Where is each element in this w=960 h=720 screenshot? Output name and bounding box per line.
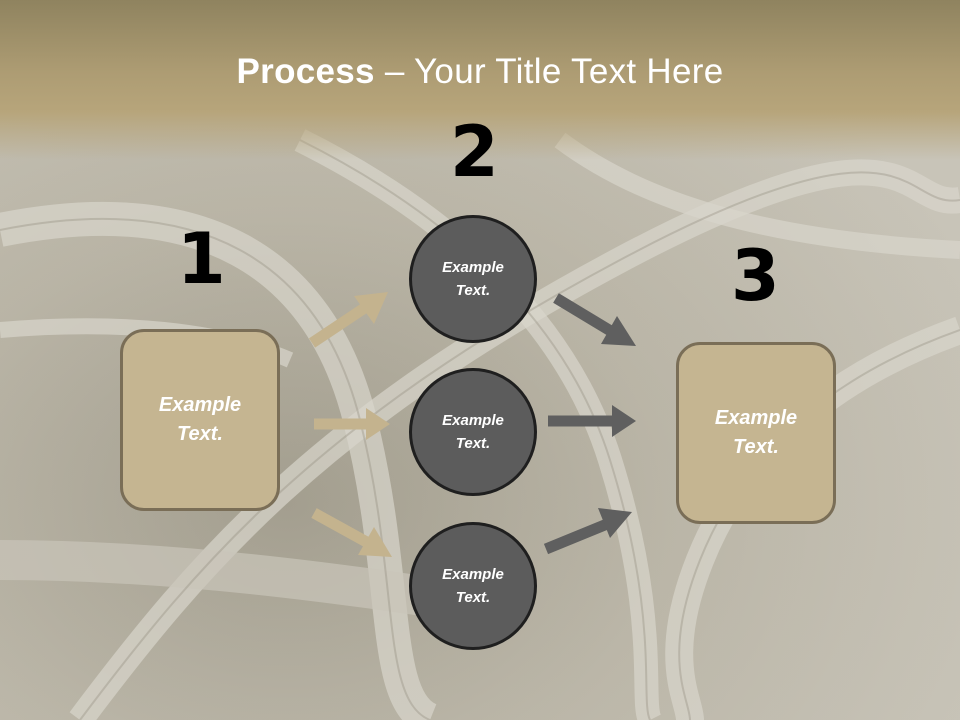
slide-title: Process – Your Title Text Here: [0, 52, 960, 92]
step-number-3: 3: [731, 235, 780, 317]
title-band: [0, 0, 960, 160]
arrow-left-to-middle: [314, 408, 390, 440]
arrow-middle-to-right: [548, 405, 636, 437]
arrow-left-to-top: [308, 292, 388, 348]
step-number-1: 1: [177, 218, 226, 300]
arrow-top-to-right: [553, 293, 636, 346]
title-rest: – Your Title Text Here: [374, 52, 724, 91]
step-number-2: 2: [450, 111, 499, 193]
arrow-left-to-bottom: [311, 508, 392, 557]
title-bold: Process: [236, 52, 375, 91]
arrow-bottom-to-right: [543, 508, 632, 555]
